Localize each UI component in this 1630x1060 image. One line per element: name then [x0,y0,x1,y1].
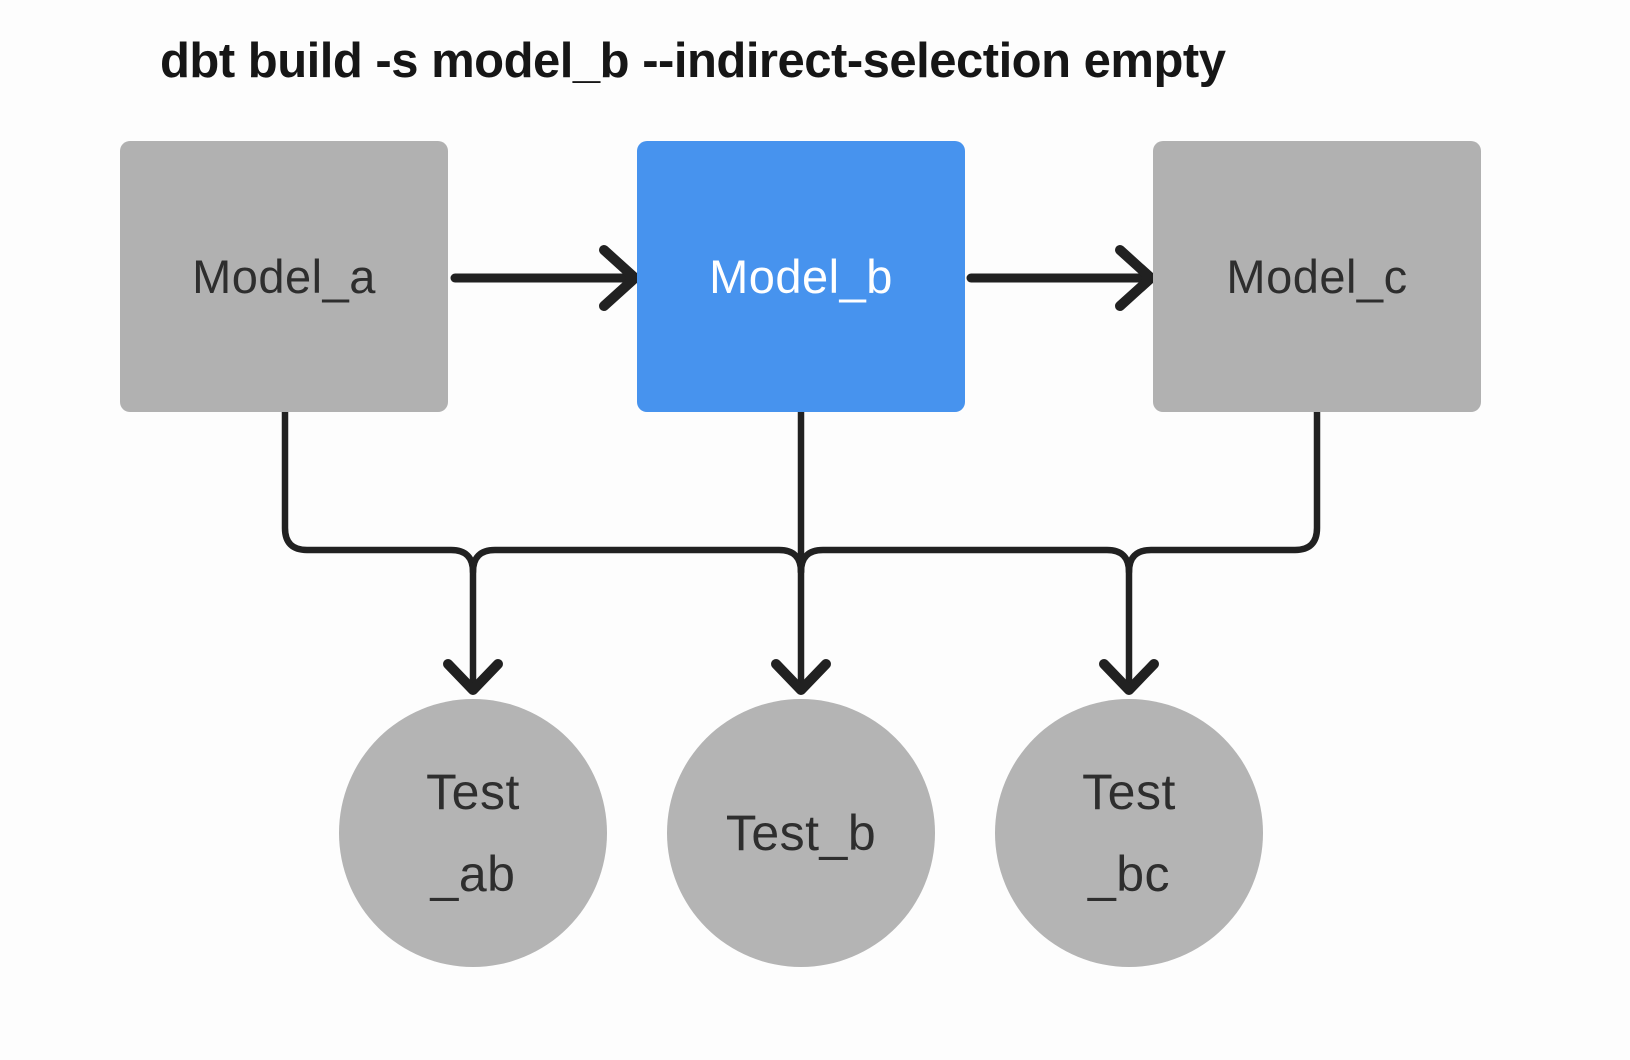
node-model-a-label: Model_a [192,250,376,303]
arrowhead-into-model-c-icon [1115,245,1156,311]
node-test-bc: Test _bc [995,699,1263,967]
node-model-b-label: Model_b [709,250,893,303]
connector-model-c-to-test-bc [1125,408,1321,576]
arrowhead-into-model-b-icon [599,245,640,311]
node-model-c-label: Model_c [1226,250,1408,303]
node-test-b-label-line1: Test_b [725,805,877,861]
edge-model-b-to-model-c [966,245,1156,311]
arrowhead-into-test-ab-icon [443,659,503,695]
node-test-ab-label-line1: Test [426,764,520,820]
test-connector-bus [281,408,1321,695]
command-title: dbt build -s model_b --indirect-selectio… [160,34,1226,88]
node-model-c: Model_c [1153,141,1481,412]
connector-model-a-to-test-ab [281,408,477,690]
node-test-bc-label-line1: Test [1082,764,1176,820]
node-model-a: Model_a [120,141,448,412]
node-test-b: Test_b [667,699,935,967]
arrowhead-into-test-b-icon [771,659,831,695]
connector-bus-test-ab-to-model-b [469,546,805,576]
edge-model-a-to-model-b [450,245,640,311]
arrowhead-into-test-bc-icon [1099,659,1159,695]
connector-bus-model-b-to-test-bc [797,546,1133,690]
node-test-ab: Test _ab [339,699,607,967]
node-test-bc-label-line2: _bc [1087,846,1171,902]
node-test-ab-label-line2: _ab [430,846,516,902]
node-model-b-selected: Model_b [637,141,965,412]
